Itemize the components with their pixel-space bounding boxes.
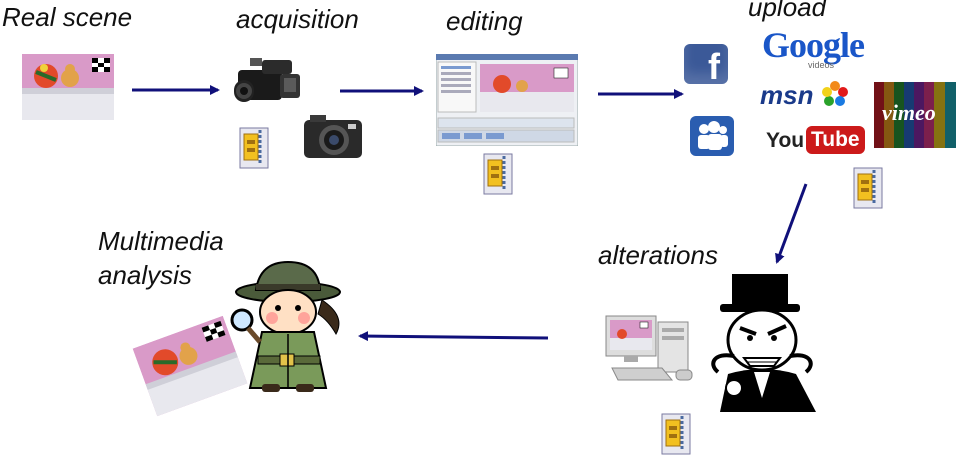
- analysed-scene-photo: [132, 315, 248, 417]
- archive-icon: [658, 412, 694, 458]
- archive-icon: [480, 152, 516, 198]
- google-videos-subtitle: videos: [808, 60, 835, 70]
- myspace-logo: [690, 116, 734, 156]
- vimeo-logo: vimeo: [874, 82, 956, 148]
- label-upload: upload: [748, 0, 827, 22]
- camera-icon: [302, 112, 364, 160]
- detective-icon: [226, 256, 352, 394]
- msn-logo: msn: [760, 78, 850, 110]
- archive-icon: [850, 166, 886, 212]
- archive-icon: [236, 126, 272, 172]
- label-analysis: analysis: [98, 260, 192, 290]
- label-real-scene: Real scene: [2, 2, 133, 32]
- google-wordmark: Google: [762, 25, 865, 65]
- desktop-computer-icon: [604, 312, 696, 388]
- editing-software-screenshot: [436, 54, 578, 146]
- facebook-logo: f: [684, 44, 728, 87]
- label-alterations: alterations: [598, 240, 718, 270]
- label-acquisition: acquisition: [236, 4, 359, 34]
- vimeo-wordmark: vimeo: [882, 100, 936, 125]
- villain-icon: [704, 268, 824, 412]
- msn-wordmark: msn: [760, 80, 814, 110]
- youtube-you: You: [766, 129, 805, 152]
- label-editing: editing: [446, 6, 523, 36]
- youtube-tube: Tube: [806, 126, 865, 154]
- arrow-alterations-to-analysis: [358, 331, 549, 342]
- arrow-upload-to-alterations: [775, 183, 808, 264]
- camcorder-icon: [232, 54, 306, 112]
- youtube-logo: You Tube: [766, 126, 865, 156]
- facebook-letter: f: [708, 46, 720, 87]
- google-videos-logo: Google videos: [762, 24, 894, 70]
- label-multimedia: Multimedia: [98, 226, 224, 256]
- real-scene-photo: [22, 54, 114, 120]
